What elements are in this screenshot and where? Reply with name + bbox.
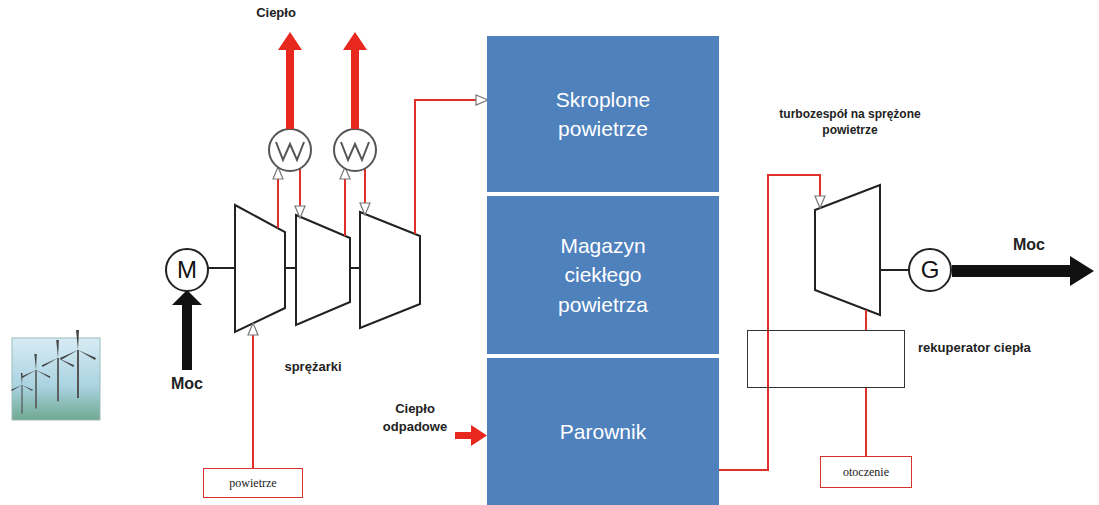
- storage-section: Skroplone powietrze: [487, 36, 719, 192]
- drawing-part: [252, 324, 254, 468]
- drawing-part: [269, 129, 311, 171]
- drawing-part: [182, 303, 192, 370]
- node-text: Parownik: [560, 417, 646, 446]
- compressor-symbol: [235, 205, 420, 332]
- drawing-part: [22, 354, 51, 408]
- evaporator-section: Parownik: [487, 358, 719, 505]
- drawing-part: [12, 338, 100, 420]
- turbine-label: turbozespół na sprężone powietrze: [760, 106, 940, 138]
- drawing-part: [172, 290, 202, 305]
- air-pipe: [253, 100, 487, 468]
- drawing-part: [343, 32, 367, 50]
- drawing-part: [1070, 256, 1094, 286]
- heat-arrow: [278, 32, 487, 446]
- storage-section: Magazyn ciekłego powietrza: [487, 196, 719, 354]
- drawing-part: [952, 265, 1072, 277]
- drawing-part: [344, 168, 346, 236]
- drawing-part: [42, 340, 74, 401]
- drawing-part: [415, 100, 487, 234]
- drawing-part: [455, 432, 473, 439]
- waste-heat-label: Ciepło odpadowe: [378, 400, 452, 435]
- drawing-part: [60, 330, 96, 398]
- motor-symbol: M: [165, 248, 209, 292]
- node-text: Magazyn ciekłego powietrza: [528, 231, 678, 319]
- shaft: [880, 269, 910, 271]
- air-pipe: [719, 175, 866, 470]
- node-text: rekuperator ciepła: [918, 339, 1048, 358]
- node-text: Skroplone powietrze: [528, 85, 678, 144]
- air-pipe-connector: [865, 388, 867, 456]
- drawing-part: [364, 168, 366, 214]
- drawing-part: [334, 129, 376, 171]
- drawing-part: [278, 32, 302, 50]
- turbine-symbol: [815, 185, 880, 315]
- power-label: Moc: [1004, 234, 1054, 256]
- drawing-part: [341, 142, 369, 160]
- heat-exchanger-symbol: [269, 129, 376, 171]
- node-text: G: [921, 256, 940, 284]
- node-text: powietrze: [229, 476, 276, 491]
- drawing-part: [865, 310, 867, 330]
- drawing-part: [471, 425, 487, 446]
- power-label: Moc: [162, 373, 212, 395]
- wind-farm-picture: [11, 330, 100, 420]
- compressor-label: sprężarki: [268, 358, 358, 376]
- drawing-part: [276, 142, 304, 160]
- recuperator-box: rekuperator ciepła: [747, 330, 905, 388]
- generator-symbol: G: [908, 248, 952, 292]
- drawing-part: [277, 168, 279, 228]
- source-box: powietrze: [203, 468, 303, 498]
- node-text: otoczenie: [843, 465, 889, 480]
- drawing-part: [11, 373, 33, 414]
- drawing-part: [360, 212, 420, 328]
- drawing-part: [296, 215, 350, 325]
- drawing-part: [719, 175, 820, 470]
- node-text: M: [177, 256, 197, 284]
- sink-box: otoczenie: [820, 456, 912, 488]
- drawing-part: [351, 48, 359, 129]
- drawing-part: [299, 168, 301, 217]
- heat-label: Ciepło: [246, 4, 306, 22]
- drawing-part: [286, 48, 294, 129]
